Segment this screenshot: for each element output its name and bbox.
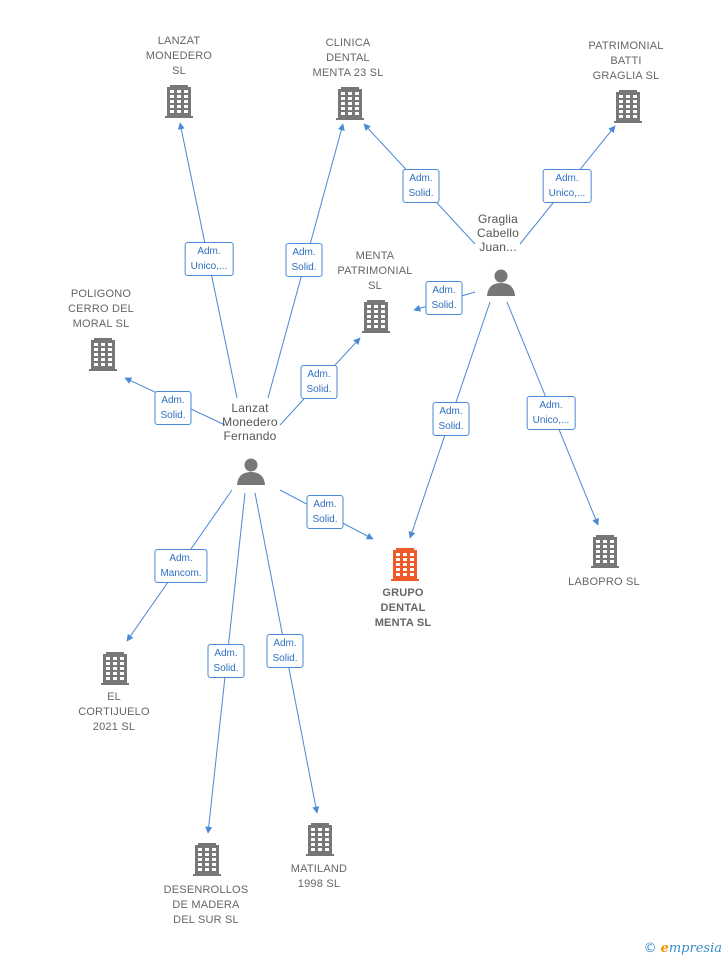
edge-label-lanzat_fernando-to-clinica_dental[interactable]: Adm. Solid. bbox=[285, 243, 323, 277]
edge-label-lanzat_fernando-to-el_cortijuelo[interactable]: Adm. Mancom. bbox=[154, 549, 208, 583]
edge-label-graglia_juan-to-grupo_dental[interactable]: Adm. Solid. bbox=[432, 402, 470, 436]
building-icon-el_cortijuelo[interactable] bbox=[101, 652, 129, 685]
edge-label-lanzat_fernando-to-menta_patrimonial[interactable]: Adm. Solid. bbox=[300, 365, 338, 399]
building-icon-poligono[interactable] bbox=[89, 338, 117, 371]
edge-label-graglia_juan-to-clinica_dental[interactable]: Adm. Solid. bbox=[402, 169, 440, 203]
edge-label-lanzat_fernando-to-matiland[interactable]: Adm. Solid. bbox=[266, 634, 304, 668]
node-label-labopro[interactable]: LABOPRO SL bbox=[568, 576, 640, 588]
building-icon-desenrollos[interactable] bbox=[193, 843, 221, 876]
edge-label-graglia_juan-to-menta_patrimonial[interactable]: Adm. Solid. bbox=[425, 281, 463, 315]
person-icon-lanzat_fernando[interactable] bbox=[237, 458, 265, 486]
icons-layer bbox=[89, 85, 642, 876]
building-icon-clinica_dental[interactable] bbox=[336, 87, 364, 120]
edge-label-graglia_juan-to-labopro[interactable]: Adm. Unico,... bbox=[526, 396, 576, 430]
building-icon-labopro[interactable] bbox=[591, 535, 619, 568]
building-icon-patrimonial_batti[interactable] bbox=[614, 90, 642, 123]
edge-label-lanzat_fernando-to-desenrollos[interactable]: Adm. Solid. bbox=[207, 644, 245, 678]
edge-label-graglia_juan-to-patrimonial_batti[interactable]: Adm. Unico,... bbox=[542, 169, 592, 203]
building-icon-menta_patrimonial[interactable] bbox=[362, 300, 390, 333]
edge-label-lanzat_fernando-to-grupo_dental[interactable]: Adm. Solid. bbox=[306, 495, 344, 529]
building-icon-grupo_dental[interactable] bbox=[391, 548, 419, 581]
brand-name: mpresia bbox=[668, 941, 722, 956]
brand-initial: e bbox=[660, 941, 669, 956]
edge-label-lanzat_fernando-to-lanzat_monedero_sl[interactable]: Adm. Unico,... bbox=[184, 242, 234, 276]
brand-logo: ©empresia bbox=[644, 941, 722, 956]
copyright-icon: © bbox=[643, 941, 657, 956]
building-icon-lanzat_monedero_sl[interactable] bbox=[165, 85, 193, 118]
person-icon-graglia_juan[interactable] bbox=[487, 269, 515, 297]
building-icon-matiland[interactable] bbox=[306, 823, 334, 856]
edge-label-lanzat_fernando-to-poligono[interactable]: Adm. Solid. bbox=[154, 391, 192, 425]
